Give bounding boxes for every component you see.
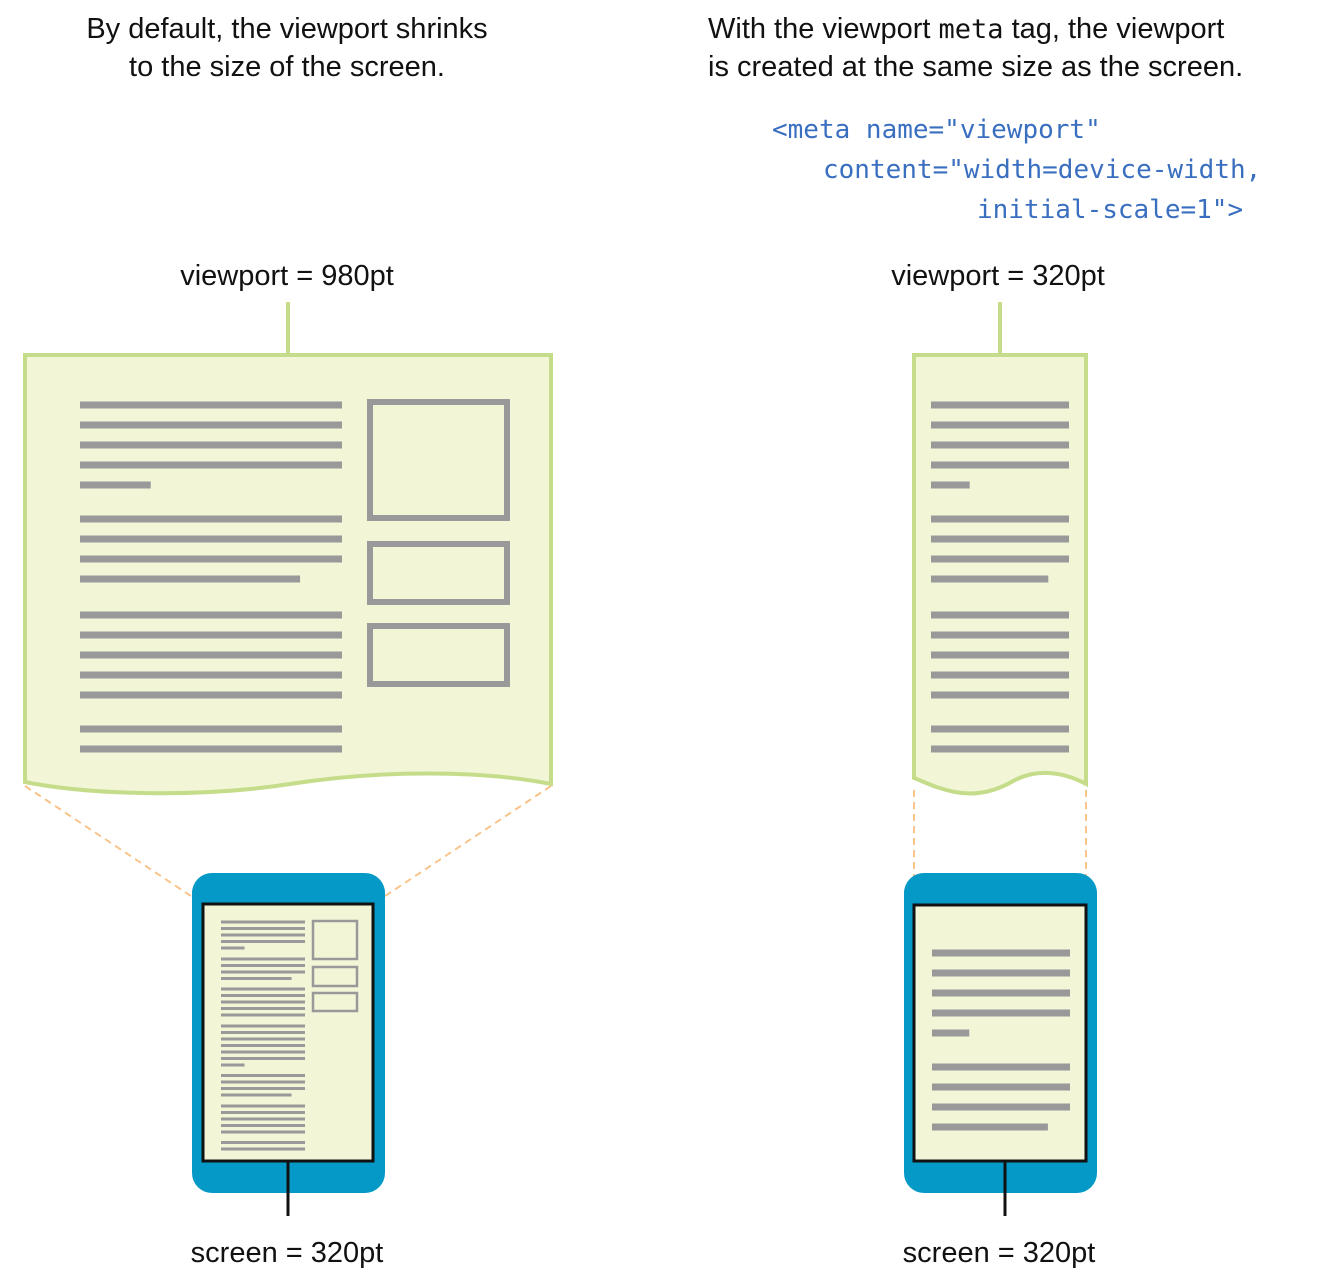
- right-caption-line2: is created at the same size as the scree…: [708, 51, 1243, 83]
- placeholder-image-box: [367, 541, 510, 605]
- right-screen-content: [932, 949, 1070, 1131]
- code-line2: content="width=device-width,: [823, 155, 1261, 185]
- right-page-content: [931, 401, 1069, 753]
- right-screen-label: screen = 320pt: [903, 1237, 1096, 1269]
- right-device-screen: [912, 903, 1088, 1163]
- placeholder-image-box: [367, 399, 510, 521]
- left-caption-line1: By default, the viewport shrinks: [86, 13, 487, 45]
- right-caption-line1: With the viewport meta tag, the viewport: [708, 13, 1224, 45]
- placeholder-image-box: [311, 991, 359, 1013]
- placeholder-image-box: [367, 623, 510, 687]
- left-page-content: [80, 399, 510, 753]
- right-viewport-label: viewport = 320pt: [891, 260, 1105, 292]
- left-screen-content: [221, 919, 359, 1151]
- left-caption-line2: to the size of the screen.: [129, 51, 445, 83]
- code-line3: initial-scale=1">: [977, 195, 1243, 225]
- code-line1: <meta name="viewport": [772, 115, 1101, 145]
- right-caption-pre: With the viewport: [708, 13, 938, 45]
- right-caption-code: meta: [938, 14, 1003, 45]
- placeholder-image-box: [311, 965, 359, 988]
- right-caption-post: tag, the viewport: [1004, 13, 1225, 45]
- left-screen-label: screen = 320pt: [191, 1237, 384, 1269]
- placeholder-image-box: [311, 919, 359, 961]
- left-viewport-label: viewport = 980pt: [180, 260, 394, 292]
